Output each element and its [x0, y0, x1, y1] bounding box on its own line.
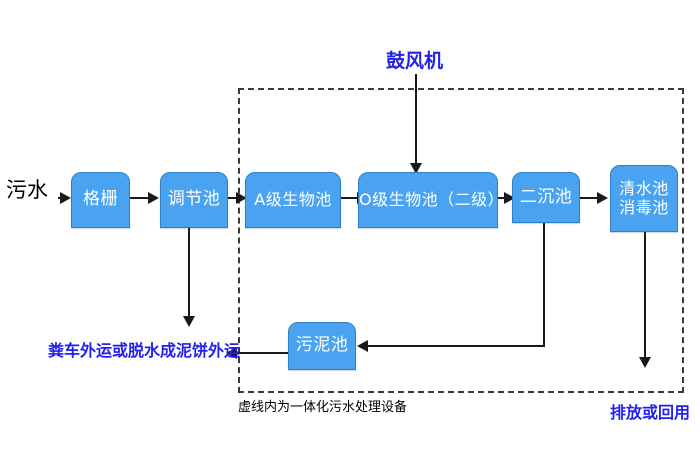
node-o-stage-bio-tank[interactable]: O级生物池（二级） [358, 172, 504, 228]
grid-to-regulating-arrowhead [148, 192, 159, 204]
blower-label: 鼓风机 [386, 50, 444, 72]
node-secondary-clarifier[interactable]: 二沉池 [512, 172, 580, 223]
o-stage-to-secondary-arrowhead [504, 192, 515, 204]
secondary-sludge-left-line [365, 345, 545, 347]
secondary-to-clearwater-line [580, 197, 606, 199]
sludge-outhaul-label: 粪车外运或脱水成泥饼外运 [48, 341, 241, 360]
node-clearwater-disinfection-tank[interactable]: 清水池 消毒池 [610, 165, 678, 232]
node-regulating-tank[interactable]: 调节池 [160, 172, 228, 228]
blower-feed-line [415, 74, 417, 168]
sludge-to-outhaul-line [232, 352, 288, 354]
grid-to-regulating-line [130, 197, 152, 199]
clearwater-discharge-arrowhead [639, 357, 651, 368]
regulating-sludge-drop-arrowhead [183, 316, 195, 327]
node-a-stage-bio-tank[interactable]: A级生物池 [245, 172, 341, 228]
sludge-to-outhaul-arrowhead [226, 347, 237, 359]
node-grid[interactable]: 格栅 [71, 172, 130, 228]
node-sludge-tank[interactable]: 污泥池 [288, 322, 356, 370]
blower-feed-arrowhead [410, 163, 422, 174]
inflow-to-grid-arrowhead [60, 192, 71, 204]
secondary-sludge-down-line [543, 223, 545, 347]
secondary-to-clearwater-arrowhead [597, 192, 608, 204]
clearwater-discharge-line [644, 232, 646, 362]
regulating-sludge-drop-line [188, 228, 190, 320]
a-stage-to-o-stage-line [341, 197, 363, 199]
integrated-equipment-enclosure [238, 88, 684, 393]
discharge-label: 排放或回用 [610, 403, 691, 422]
enclosure-caption: 虚线内为一体化污水处理设备 [238, 400, 408, 415]
inflow-label: 污水 [6, 178, 48, 202]
regulating-to-a-stage-arrowhead [236, 192, 247, 204]
secondary-sludge-arrowhead [357, 340, 368, 352]
